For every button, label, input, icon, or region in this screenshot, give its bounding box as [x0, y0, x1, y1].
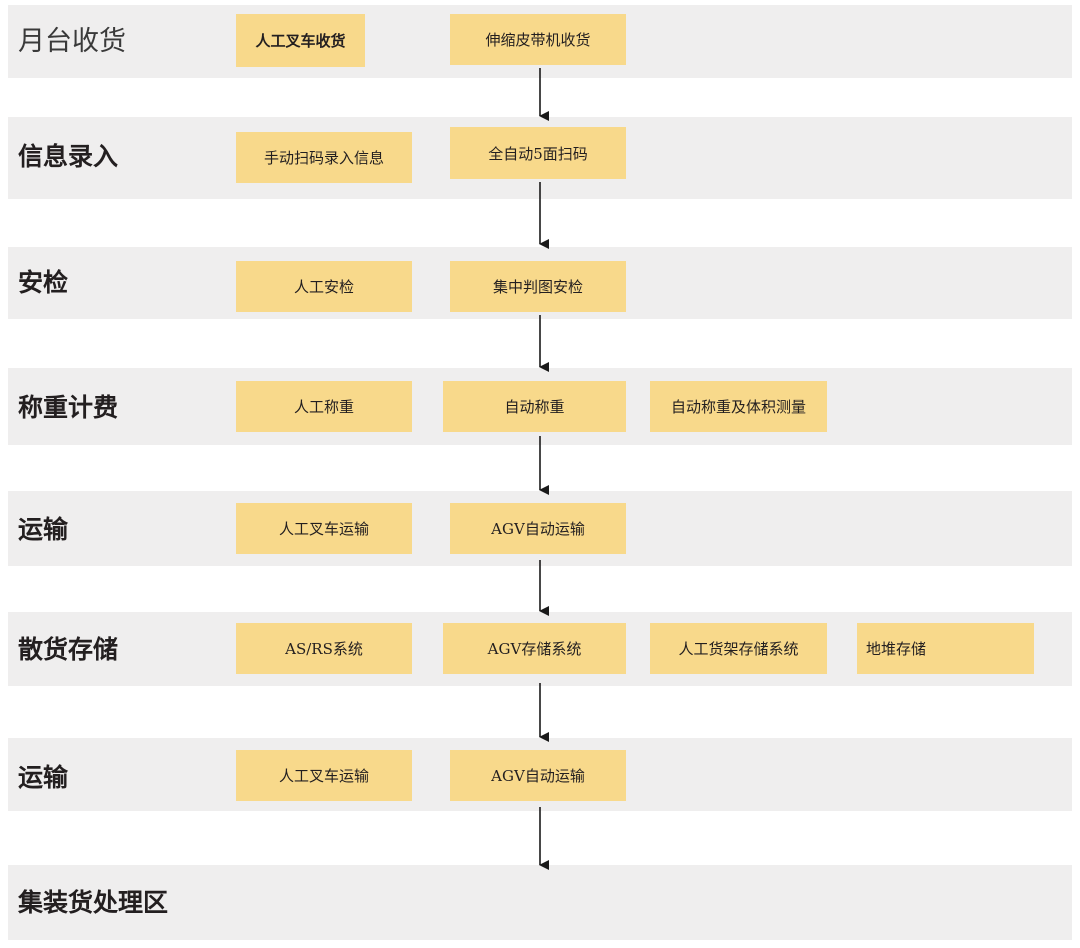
option-manual-forklift-transport-1: 人工叉车运输	[236, 503, 412, 554]
option-manual-shelf-storage: 人工货架存储系统	[650, 623, 827, 674]
option-asrs-system: AS/RS系统	[236, 623, 412, 674]
option-centralized-image-security: 集中判图安检	[450, 261, 626, 312]
stage-label-weighing: 称重计费	[18, 393, 119, 422]
option-auto-weighing: 自动称重	[443, 381, 626, 432]
option-floor-stack-storage: 地堆存储	[857, 623, 1034, 674]
option-auto-5-side-scan: 全自动5面扫码	[450, 127, 626, 179]
option-manual-security: 人工安检	[236, 261, 412, 312]
stage-label-receiving: 月台收货	[18, 26, 126, 57]
option-manual-weighing: 人工称重	[236, 381, 412, 432]
option-agv-transport-2: AGV自动运输	[450, 750, 626, 801]
stage-label-container-area: 集装货处理区	[18, 888, 169, 917]
option-manual-scan-entry: 手动扫码录入信息	[236, 132, 412, 183]
option-auto-weighing-volume: 自动称重及体积测量	[650, 381, 827, 432]
stage-label-transport-1: 运输	[18, 515, 69, 544]
option-manual-forklift-transport-2: 人工叉车运输	[236, 750, 412, 801]
stage-label-transport-2: 运输	[18, 763, 69, 792]
stage-label-security: 安检	[18, 268, 69, 297]
option-telescopic-belt-receiving: 伸缩皮带机收货	[450, 14, 626, 65]
stage-label-info-entry: 信息录入	[18, 142, 119, 171]
stage-band-container-area	[8, 865, 1072, 940]
stage-label-bulk-storage: 散货存储	[18, 635, 119, 664]
option-agv-storage-system: AGV存储系统	[443, 623, 626, 674]
option-manual-forklift-receiving: 人工叉车收货	[236, 14, 365, 67]
option-agv-transport-1: AGV自动运输	[450, 503, 626, 554]
